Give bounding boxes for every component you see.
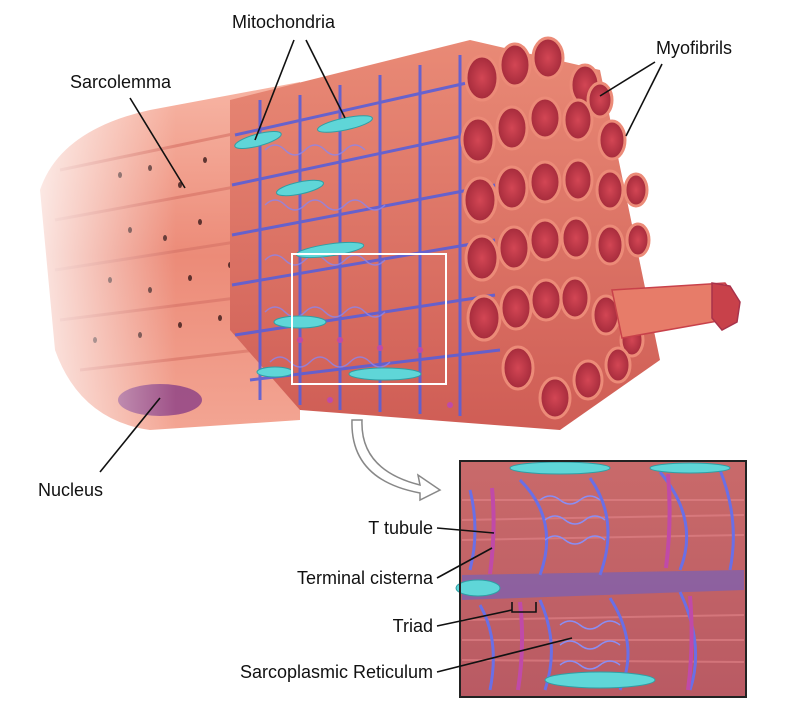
myofibril-bundle: [230, 36, 741, 430]
label-t-tubule: T tubule: [368, 518, 433, 538]
label-myofibrils: Myofibrils: [656, 38, 732, 58]
label-sarcolemma: Sarcolemma: [70, 72, 172, 92]
leader-lines: [99, 39, 663, 673]
label-terminal-cisterna: Terminal cisterna: [297, 568, 434, 588]
inset-zoom-panel: [455, 460, 747, 698]
label-mitochondria: Mitochondria: [232, 12, 336, 32]
protruding-myofibril: [611, 282, 741, 339]
highlight-box: [291, 253, 447, 385]
label-sarcoplasmic-reticulum: Sarcoplasmic Reticulum: [240, 662, 433, 682]
zoom-arrow: [351, 419, 442, 502]
label-triad: Triad: [393, 616, 433, 636]
label-nucleus: Nucleus: [38, 480, 103, 500]
